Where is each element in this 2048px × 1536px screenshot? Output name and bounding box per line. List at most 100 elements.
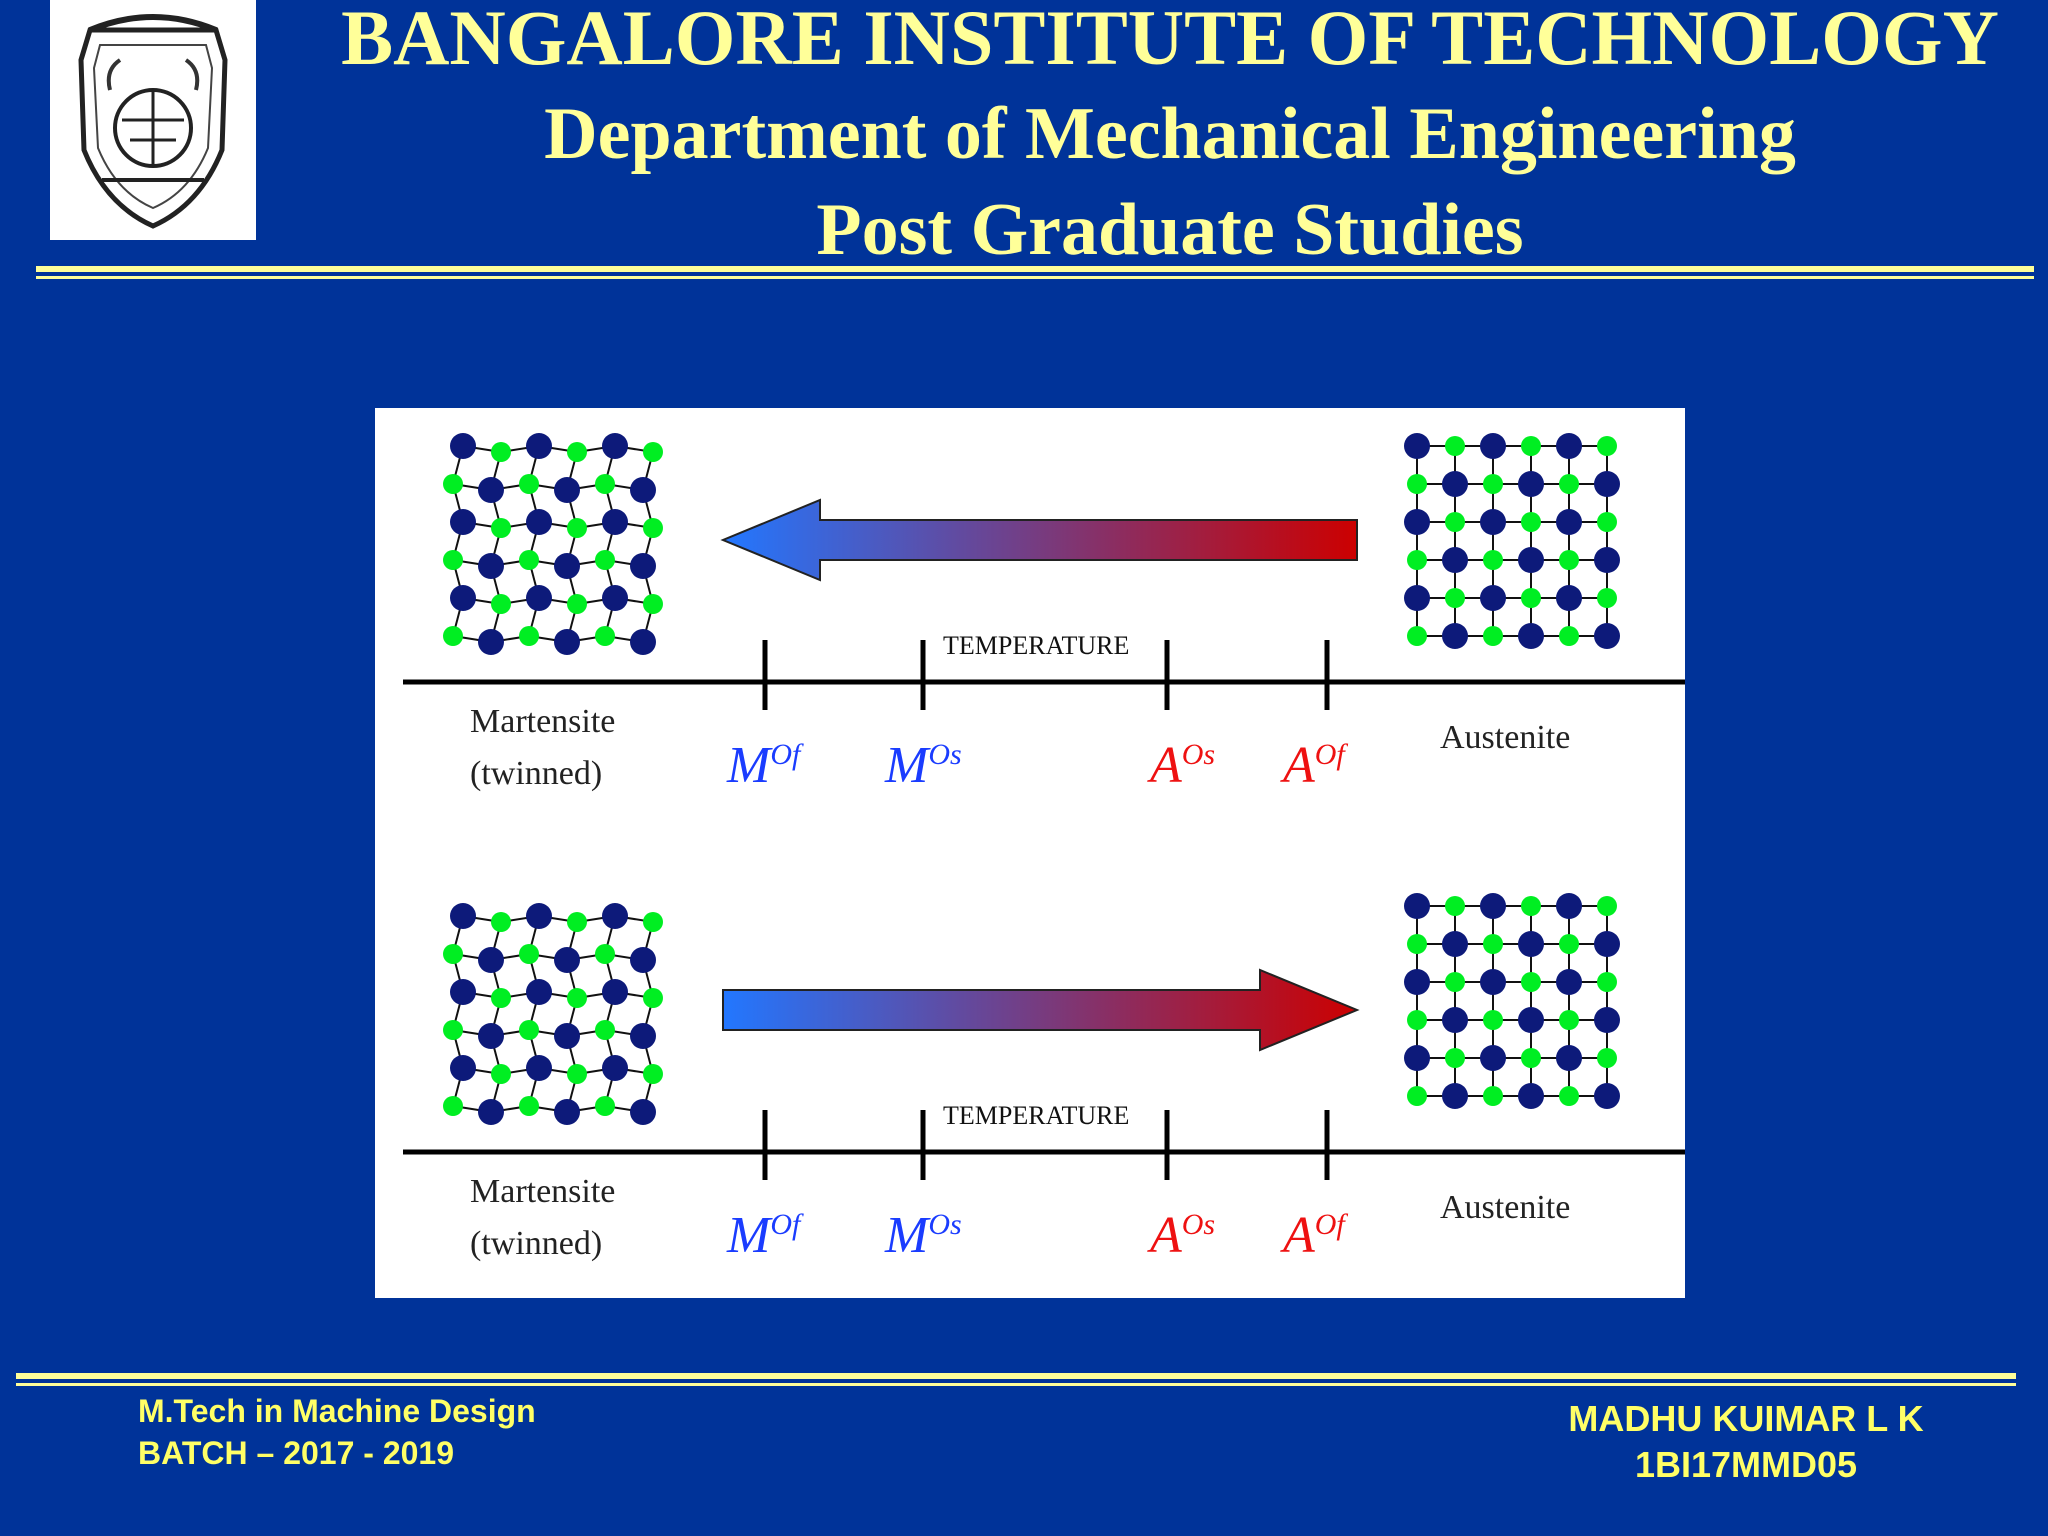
atom-dark — [478, 553, 504, 579]
course-name: M.Tech in Machine Design — [138, 1393, 536, 1429]
atom-dark — [554, 947, 580, 973]
atom-light — [1597, 512, 1617, 532]
atom-dark — [1556, 509, 1582, 535]
atom-light — [1559, 1010, 1579, 1030]
atom-light — [491, 442, 511, 462]
atom-dark — [1404, 1045, 1430, 1071]
atom-dark — [1594, 471, 1620, 497]
atom-dark — [450, 509, 476, 535]
atom-dark — [1518, 931, 1544, 957]
atom-light — [643, 912, 663, 932]
atom-dark — [1480, 433, 1506, 459]
atom-light — [595, 1020, 615, 1040]
atom-light — [1559, 474, 1579, 494]
atom-dark — [526, 1055, 552, 1081]
atom-dark — [1518, 1083, 1544, 1109]
atom-light — [1407, 474, 1427, 494]
atom-dark — [478, 629, 504, 655]
atom-light — [1597, 972, 1617, 992]
author-name: MADHU KUIMAR L K — [1568, 1398, 1924, 1439]
atom-light — [1521, 436, 1541, 456]
atom-dark — [526, 509, 552, 535]
atom-light — [491, 594, 511, 614]
atom-dark — [1442, 1007, 1468, 1033]
austenite-lattice — [1404, 893, 1620, 1109]
atom-dark — [602, 979, 628, 1005]
atom-dark — [1442, 1083, 1468, 1109]
martensite-lattice — [443, 903, 663, 1125]
atom-light — [1407, 934, 1427, 954]
temperature-label: TEMPERATURE — [943, 631, 1129, 660]
program-name: Post Graduate Studies — [816, 189, 1524, 271]
atom-light — [1483, 934, 1503, 954]
atom-dark — [1480, 585, 1506, 611]
atom-dark — [602, 433, 628, 459]
atom-dark — [1594, 623, 1620, 649]
atom-light — [1407, 550, 1427, 570]
atom-light — [443, 474, 463, 494]
atom-light — [1407, 626, 1427, 646]
atom-light — [1521, 972, 1541, 992]
transformation-marker-mof: MOf — [726, 1207, 804, 1264]
atom-dark — [526, 979, 552, 1005]
atom-light — [643, 988, 663, 1008]
atom-light — [519, 1020, 539, 1040]
twinned-label: (twinned) — [470, 1225, 602, 1262]
atom-light — [567, 988, 587, 1008]
atom-dark — [554, 1099, 580, 1125]
atom-dark — [450, 585, 476, 611]
atom-dark — [630, 477, 656, 503]
atom-dark — [1518, 471, 1544, 497]
atom-dark — [450, 979, 476, 1005]
atom-light — [1521, 512, 1541, 532]
atom-dark — [1556, 1045, 1582, 1071]
atom-dark — [1594, 1007, 1620, 1033]
atom-light — [595, 1096, 615, 1116]
atom-light — [1483, 550, 1503, 570]
atom-dark — [1404, 433, 1430, 459]
transformation-marker-aof: AOf — [1280, 737, 1348, 794]
atom-dark — [450, 1055, 476, 1081]
atom-light — [1407, 1010, 1427, 1030]
atom-light — [1597, 588, 1617, 608]
atom-dark — [1518, 1007, 1544, 1033]
atom-dark — [1594, 931, 1620, 957]
institute-logo — [50, 0, 256, 240]
atom-dark — [478, 1099, 504, 1125]
atom-dark — [1480, 893, 1506, 919]
atom-dark — [630, 1099, 656, 1125]
atom-light — [567, 594, 587, 614]
atom-dark — [1404, 509, 1430, 535]
atom-light — [1559, 1086, 1579, 1106]
atom-dark — [1594, 1083, 1620, 1109]
austenite-label: Austenite — [1440, 719, 1570, 756]
atom-light — [443, 944, 463, 964]
atom-light — [1445, 1048, 1465, 1068]
atom-light — [491, 988, 511, 1008]
atom-dark — [478, 477, 504, 503]
atom-light — [519, 474, 539, 494]
atom-dark — [602, 509, 628, 535]
atom-dark — [1518, 547, 1544, 573]
atom-dark — [1556, 433, 1582, 459]
atom-light — [519, 550, 539, 570]
atom-light — [1559, 934, 1579, 954]
twinned-label: (twinned) — [470, 755, 602, 792]
atom-light — [1445, 896, 1465, 916]
footer-author-info: MADHU KUIMAR L K 1BI17MMD05 — [1516, 1396, 1976, 1488]
atom-light — [1445, 436, 1465, 456]
atom-dark — [1404, 969, 1430, 995]
heating-arrow — [722, 968, 1360, 1052]
atom-dark — [526, 433, 552, 459]
atom-dark — [1404, 893, 1430, 919]
atom-dark — [1480, 1045, 1506, 1071]
atom-dark — [1480, 509, 1506, 535]
atom-dark — [450, 433, 476, 459]
atom-light — [643, 1064, 663, 1084]
atom-light — [1559, 550, 1579, 570]
atom-dark — [1404, 585, 1430, 611]
atom-light — [443, 550, 463, 570]
atom-dark — [602, 1055, 628, 1081]
atom-dark — [630, 1023, 656, 1049]
